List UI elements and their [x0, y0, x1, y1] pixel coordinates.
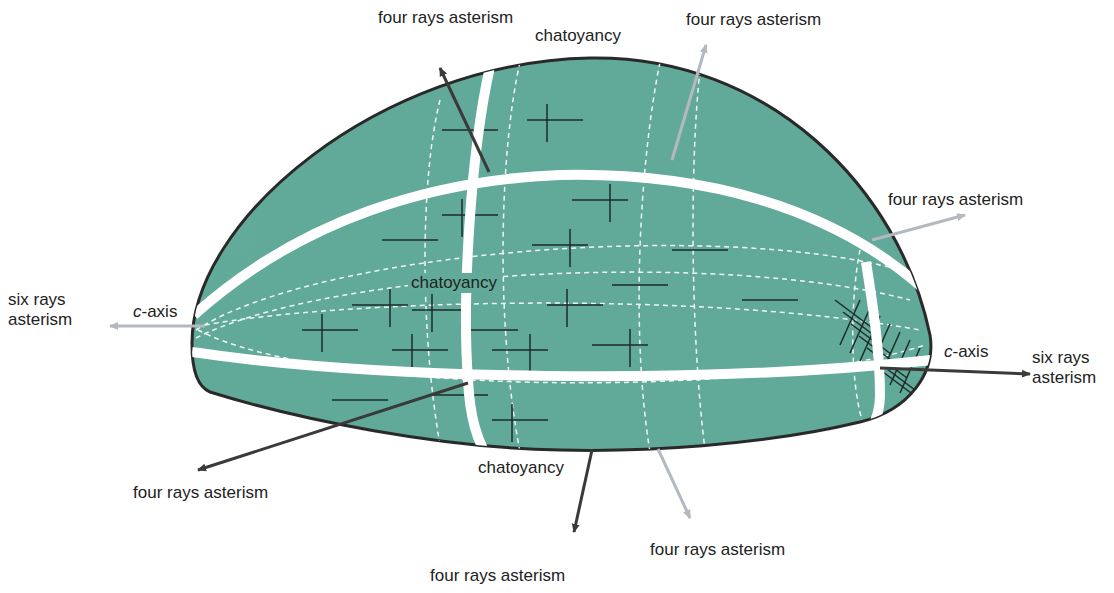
ray-arrow	[198, 383, 468, 470]
axis-arrow	[110, 325, 205, 328]
ray-arrow	[658, 449, 690, 518]
label: chatoyancy	[535, 26, 621, 46]
label: four rays asterism	[686, 10, 821, 30]
ray-arrow	[872, 215, 965, 240]
ray-arrow	[574, 450, 592, 532]
label: chatoyancy	[478, 458, 564, 478]
cabochon-body	[192, 58, 931, 450]
label: six rays asterism	[1032, 348, 1108, 388]
label: four rays asterism	[430, 566, 565, 586]
axis-arrow	[880, 368, 1030, 374]
label: four rays asterism	[888, 190, 1023, 210]
ray-arrow	[672, 45, 706, 160]
ray-arrow	[440, 68, 489, 172]
label: c-axis	[944, 342, 988, 362]
label: four rays asterism	[650, 540, 785, 560]
label: c-axis	[133, 302, 177, 322]
label: four rays asterism	[133, 483, 268, 503]
label: four rays asterism	[378, 8, 513, 28]
label: six rays asterism	[8, 290, 84, 330]
label: chatoyancy	[408, 273, 500, 293]
